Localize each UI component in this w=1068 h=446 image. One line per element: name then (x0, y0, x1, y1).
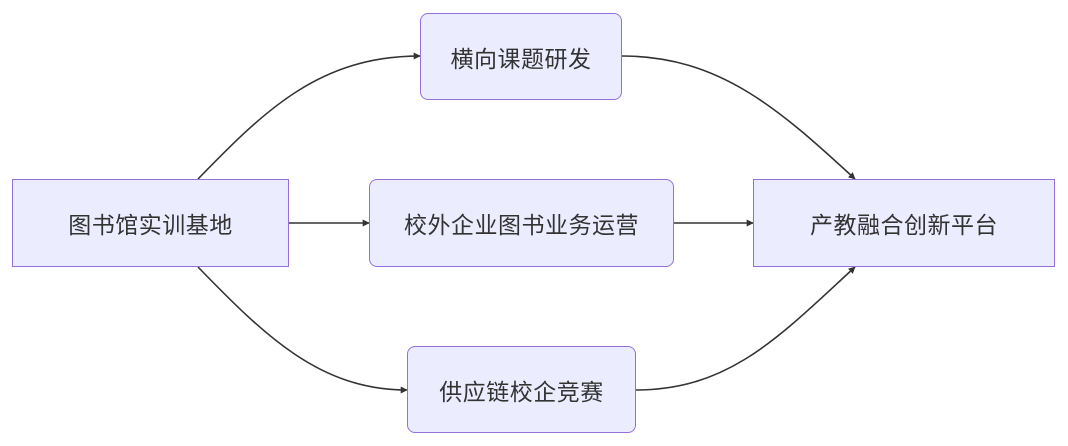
edge-library-to-supply (197, 266, 408, 394)
node-research-label: 横向课题研发 (450, 46, 592, 73)
node-supply-chain-competition: 供应链校企竞赛 (407, 346, 636, 433)
node-library-label: 图书馆实训基地 (68, 213, 233, 239)
edge-research-to-platform (621, 55, 856, 180)
node-platform-label: 产教融合创新平台 (810, 213, 998, 239)
node-industry-education-platform: 产教融合创新平台 (753, 179, 1055, 267)
edge-supply-to-platform (635, 266, 856, 391)
node-supply-label: 供应链校企竞赛 (439, 379, 604, 406)
node-business-label: 校外企业图书业务运营 (404, 213, 639, 239)
node-enterprise-book-business: 校外企业图书业务运营 (369, 179, 674, 267)
edge-library-to-research (197, 52, 421, 180)
node-library-training-base: 图书馆实训基地 (12, 179, 289, 267)
node-horizontal-research: 横向课题研发 (420, 13, 622, 100)
